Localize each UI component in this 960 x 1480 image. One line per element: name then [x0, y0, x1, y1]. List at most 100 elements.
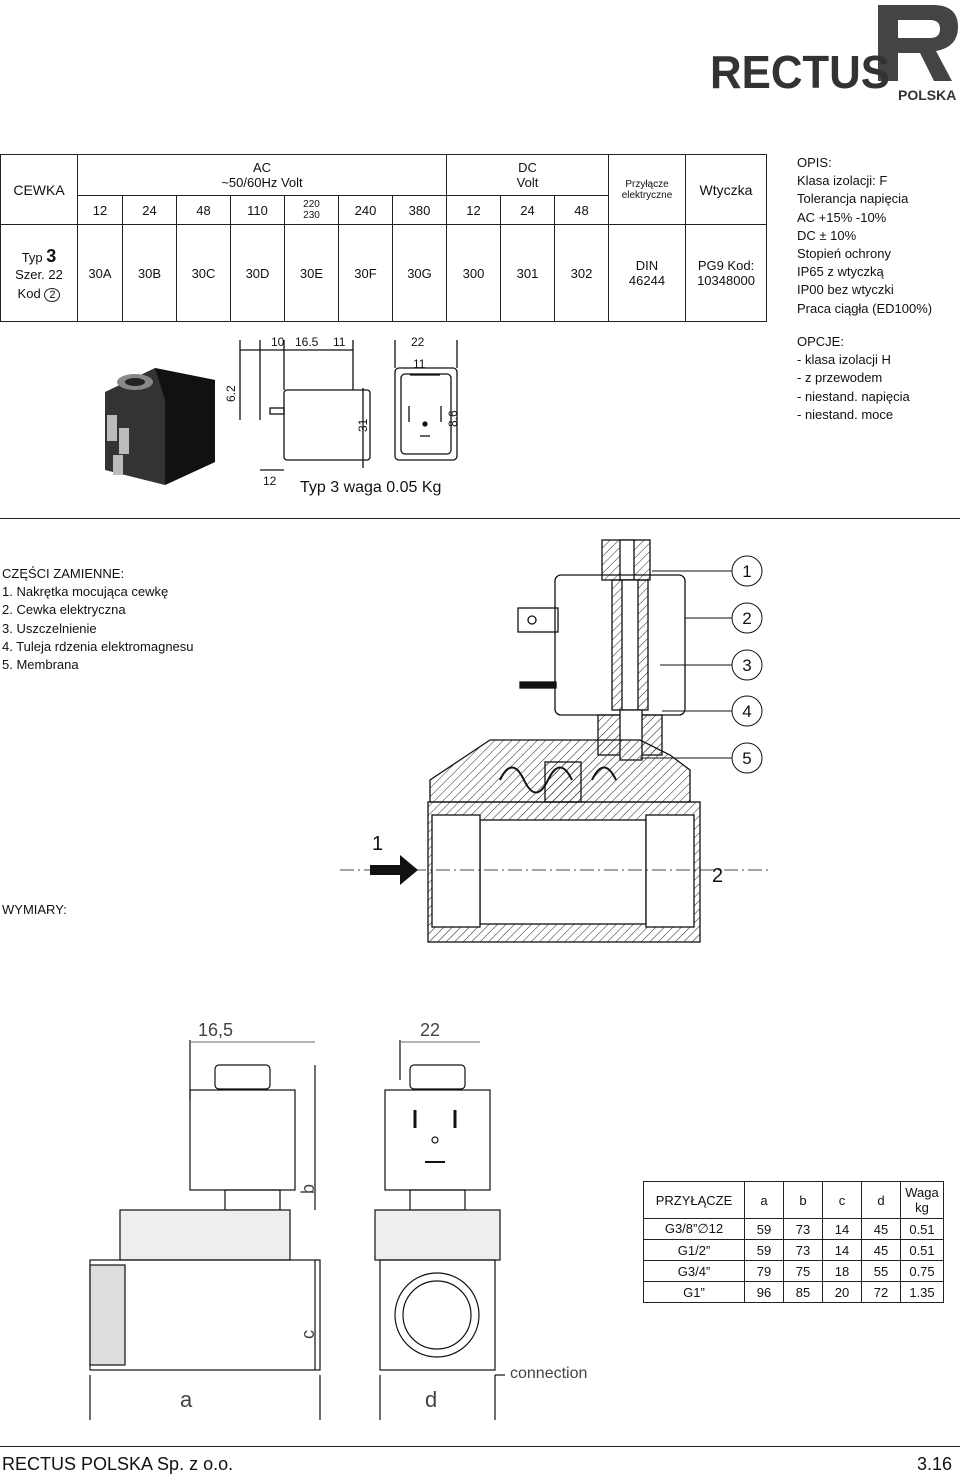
table-cell: G1/2” — [643, 1239, 745, 1261]
ac-volt: 380 — [392, 195, 447, 225]
table-cell: 79 — [744, 1260, 784, 1282]
coil-photo — [105, 368, 215, 485]
table-cell: 14 — [822, 1218, 862, 1240]
code: 30G — [392, 224, 447, 322]
svg-text:RECTUS: RECTUS — [710, 46, 890, 98]
typ-label: Typ — [21, 249, 43, 265]
dim-a: a — [180, 1387, 193, 1412]
table-row: G1/2” 59 73 14 45 0.51 — [643, 1239, 944, 1261]
table-header: Waga kg — [900, 1181, 944, 1219]
cewka-header: CEWKA — [0, 154, 78, 225]
kod-label: Kod — [17, 285, 41, 301]
flow-arrow-icon — [370, 855, 418, 885]
coil-drawing: 10 16.5 11 22 11 6.2 31 8.6 12 Typ 3 wag… — [105, 335, 460, 496]
dim-label: 8.6 — [446, 410, 460, 427]
coil-outline — [239, 340, 458, 471]
dimensions-table: PRZYŁĄCZE a b c d Waga kg G3/8”∅12 59 73… — [643, 1181, 944, 1303]
table-header: c — [822, 1181, 862, 1219]
table-row: G3/4” 79 75 18 55 0.75 — [643, 1260, 944, 1282]
opcje-line: - niestand. moce — [797, 406, 894, 422]
table-cell: 14 — [822, 1239, 862, 1261]
dim-d: d — [425, 1387, 437, 1412]
code: 300 — [446, 224, 501, 322]
opis-line: IP65 z wtyczką — [797, 264, 884, 280]
kod-line: Kod 2 — [1, 285, 77, 302]
opcje-line: - niestand. napięcia — [797, 388, 910, 404]
code: 30D — [230, 224, 285, 322]
divider — [0, 518, 960, 519]
footer-divider — [0, 1446, 960, 1447]
flow-out-label: 2 — [712, 865, 723, 887]
callout: 5 — [742, 749, 751, 768]
table-cell: 18 — [822, 1260, 862, 1282]
table-header: PRZYŁĄCZE — [643, 1181, 745, 1219]
ac-volt: 24 — [122, 195, 177, 225]
opis-line: AC +15% -10% — [797, 209, 887, 225]
table-cell: 20 — [822, 1281, 862, 1303]
opis-line: Praca ciągła (ED100%) — [797, 300, 933, 316]
table-cell: 1.35 — [900, 1281, 944, 1303]
table-row: G1” 96 85 20 72 1.35 — [643, 1281, 944, 1303]
valve-section-drawing: 1 2 1 2 3 4 5 — [340, 539, 770, 943]
table-cell: 73 — [783, 1239, 823, 1261]
dim-label: 6.2 — [224, 385, 238, 402]
table-row: G3/8”∅12 59 73 14 45 0.51 — [643, 1218, 944, 1240]
table-cell: G1” — [643, 1281, 745, 1303]
ac-volt-220-230: 220 230 — [284, 195, 339, 225]
table-cell: G3/8”∅12 — [643, 1218, 745, 1240]
flow-in-label: 1 — [372, 833, 383, 855]
code: 30B — [122, 224, 177, 322]
part-item: 1. Nakrętka mocująca cewkę — [2, 584, 169, 600]
code: 30E — [284, 224, 339, 322]
table-cell: 85 — [783, 1281, 823, 1303]
part-item: 2. Cewka elektryczna — [2, 602, 126, 618]
dc-volt: 24 — [500, 195, 555, 225]
dim-label: 31 — [356, 418, 370, 432]
table-cell: 75 — [783, 1260, 823, 1282]
dimension-drawing: 16,5 22 b c a d connection — [89, 1020, 587, 1420]
dim-label: 12 — [263, 474, 277, 488]
parts-list: CZĘŚCI ZAMIENNE: 1. Nakrętka mocująca ce… — [2, 565, 194, 674]
kod-value: 2 — [44, 287, 61, 302]
callout: 3 — [742, 656, 751, 675]
dim-top-right: 22 — [420, 1020, 440, 1040]
dim-label: 16.5 — [295, 335, 319, 349]
table-cell: 45 — [861, 1218, 901, 1240]
table-header: d — [861, 1181, 901, 1219]
przylacze-header: Przyłącze elektryczne — [608, 154, 686, 225]
opis-line: Tolerancja napięcia — [797, 191, 909, 207]
ac-volt: 230 — [303, 210, 320, 221]
dc-title: DC — [518, 160, 537, 175]
dc-sub: Volt — [516, 175, 539, 190]
pg9-label: PG9 Kod: — [697, 258, 755, 273]
code: 30A — [77, 224, 123, 322]
code: 30C — [176, 224, 231, 322]
table-cell: 59 — [744, 1218, 784, 1240]
code: 302 — [554, 224, 609, 322]
table-cell: 72 — [861, 1281, 901, 1303]
opis-block: OPIS: Klasa izolacji: F Tolerancja napię… — [797, 154, 932, 318]
table-header: a — [744, 1181, 784, 1219]
wymiary-title: WYMIARY: — [2, 902, 67, 917]
ac-sub: ~50/60Hz Volt — [221, 175, 303, 190]
dc-volt: 48 — [554, 195, 609, 225]
dim-c: c — [298, 1330, 318, 1339]
opcje-block: OPCJE: - klasa izolacji H - z przewodem … — [797, 333, 910, 424]
table-cell: 55 — [861, 1260, 901, 1282]
callout: 4 — [742, 702, 751, 721]
parts-title: CZĘŚCI ZAMIENNE: — [2, 566, 125, 581]
dim-b: b — [298, 1184, 318, 1194]
dim-label: 22 — [411, 335, 425, 349]
dc-volt: 12 — [446, 195, 501, 225]
ac-volt: 240 — [338, 195, 393, 225]
szer: Szer. 22 — [15, 266, 63, 282]
table-cell: 73 — [783, 1218, 823, 1240]
table-cell: 0.51 — [900, 1218, 944, 1240]
dim-label: 11 — [333, 335, 346, 349]
opcje-line: - klasa izolacji H — [797, 352, 891, 368]
dim-top-left: 16,5 — [198, 1020, 233, 1040]
ac-volt: 220 — [303, 199, 320, 210]
opcje-title: OPCJE: — [797, 334, 844, 349]
part-item: 3. Uszczelnienie — [2, 620, 97, 636]
opis-line: Klasa izolacji: F — [797, 173, 888, 189]
